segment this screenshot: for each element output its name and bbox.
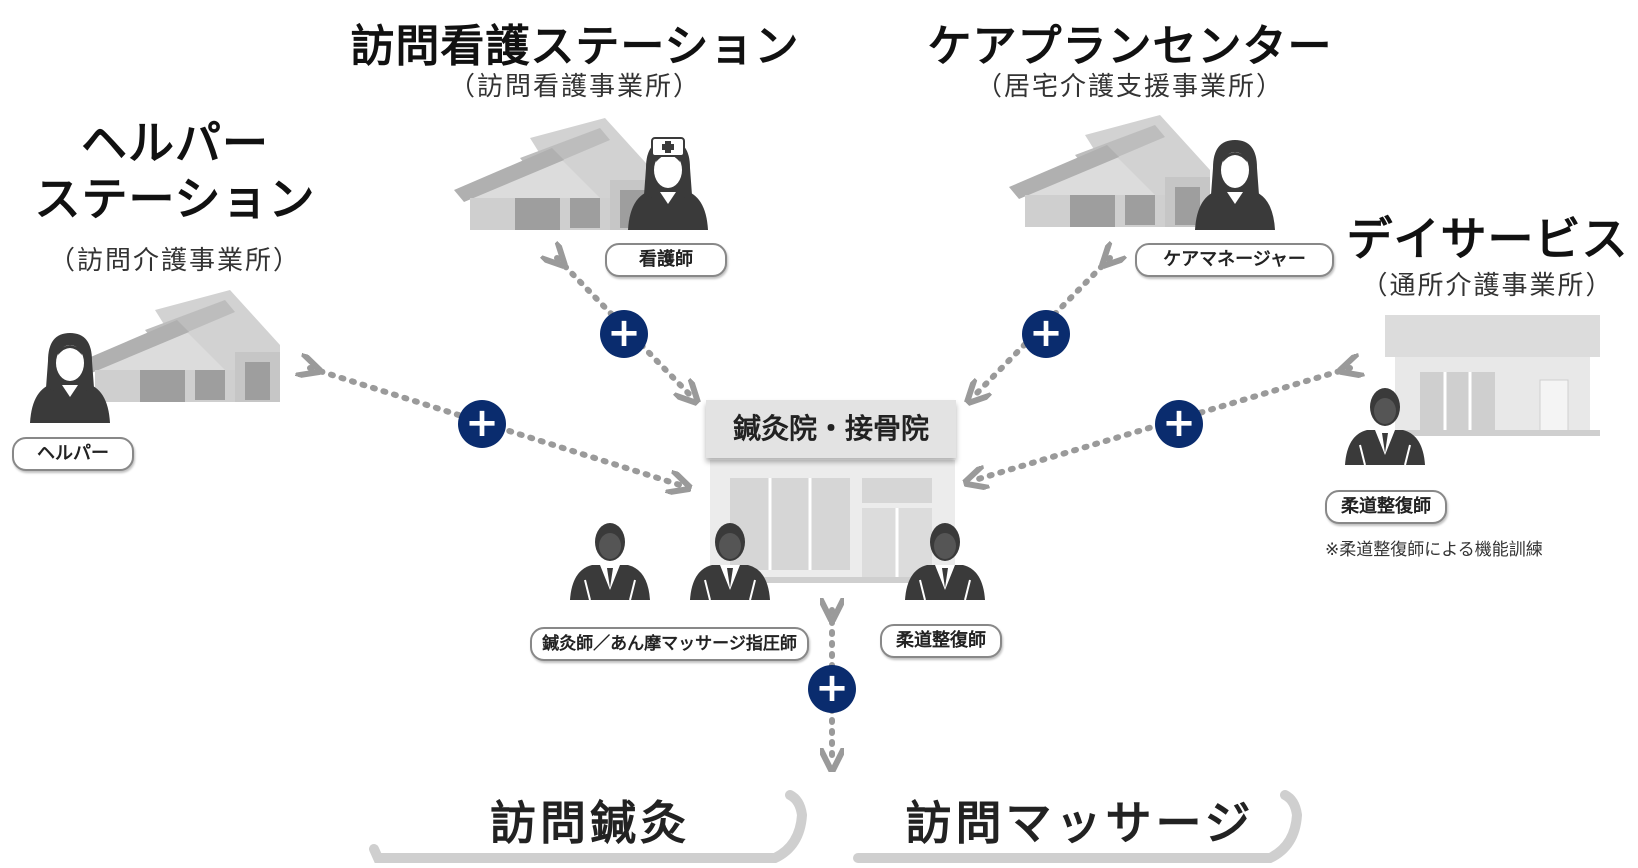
dayservice-role-label: 柔道整復師 xyxy=(1325,490,1447,524)
nurse-cap-cross-icon xyxy=(651,137,685,157)
nursing-title: 訪問看護ステーション xyxy=(350,21,800,72)
dayservice-title: デイサービス xyxy=(1346,212,1629,266)
dayservice-note: ※柔道整復師による機能訓練 xyxy=(1325,540,1543,560)
careplan-subtitle: （居宅介護支援事業所） xyxy=(975,72,1284,102)
helper-subtitle: （訪問介護事業所） xyxy=(48,246,301,276)
service-visit-acupuncture: 訪問鍼灸 xyxy=(490,796,690,850)
service-visit-massage: 訪問マッサージ xyxy=(905,796,1255,850)
helper-title-line2: ステーション xyxy=(34,172,316,226)
clinic-role-left-label: 鍼灸師／あん摩マッサージ指圧師 xyxy=(530,627,809,661)
helper-house-image xyxy=(79,290,280,402)
careplan-role-label: ケアマネージャー xyxy=(1135,243,1334,277)
helper-title: ヘルパー ステーション xyxy=(30,115,320,227)
plus-icon-visit: + xyxy=(808,665,856,713)
nursing-subtitle: （訪問看護事業所） xyxy=(448,72,701,102)
plus-icon-nursing: + xyxy=(600,310,648,358)
plus-icon-careplan: + xyxy=(1022,310,1070,358)
clinic-role-right-label: 柔道整復師 xyxy=(880,624,1002,658)
right-service-tab-shape xyxy=(853,790,1303,863)
dayservice-subtitle: （通所介護事業所） xyxy=(1361,271,1614,301)
nursing-house-image xyxy=(454,118,655,230)
clinic-sign: 鍼灸院・接骨院 xyxy=(706,400,956,458)
plus-icon-dayservice: + xyxy=(1155,400,1203,448)
helper-role-label: ヘルパー xyxy=(12,437,134,471)
clinic-building-image xyxy=(705,460,960,583)
left-service-tab-shape xyxy=(369,790,808,863)
acupuncturist-person-icon xyxy=(569,522,651,601)
nursing-clinic-connector xyxy=(557,258,690,395)
careplan-house-image xyxy=(1009,115,1210,227)
dayservice-building-image xyxy=(1385,315,1600,436)
plus-icon-helper: + xyxy=(458,400,506,448)
helper-title-line1: ヘルパー xyxy=(81,116,269,170)
careplan-title: ケアプランセンター xyxy=(927,21,1333,72)
nursing-role-label: 看護師 xyxy=(605,243,727,277)
helper-clinic-connector xyxy=(310,368,680,485)
